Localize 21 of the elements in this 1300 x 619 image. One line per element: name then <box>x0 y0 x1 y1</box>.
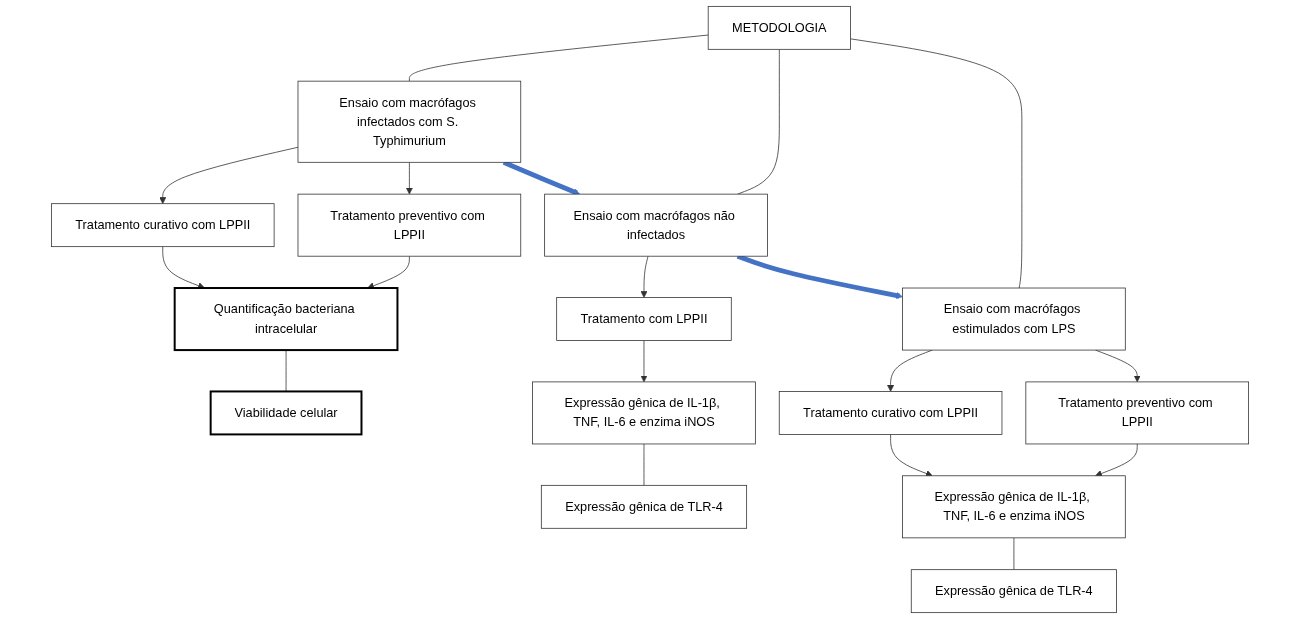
node-box: Expressão gênica de TLR-4 <box>910 569 1117 614</box>
node-box: Expressão gênica de IL-1β, TNF, IL-6 e enzima iNOS <box>902 475 1126 539</box>
node-box: Viabilidade celular <box>209 390 363 436</box>
node-box: Tratamento preventivo com LPPII <box>1025 381 1249 445</box>
connector <box>643 443 645 486</box>
node-box: Quantificação bacteriana intracelular <box>173 287 399 352</box>
connector <box>850 38 1023 289</box>
node-box: Expressão gênica de TLR-4 <box>540 484 748 529</box>
node-box: Tratamento curativo com LPPII <box>778 391 1003 435</box>
node-box: Ensaio com macrófagos estimulados com LPS <box>902 287 1126 351</box>
node-box: Tratamento preventivo com LPPII <box>297 193 522 257</box>
node-box: Tratamento com LPPII <box>556 297 732 341</box>
node-box: METODOLOGIA <box>707 5 851 50</box>
node-box: Expressão gênica de IL-1β, TNF, IL-6 e enzima iNOS <box>532 381 756 445</box>
connector <box>737 48 780 195</box>
connector <box>1013 537 1015 571</box>
node-box: Ensaio com macrófagos não infectados <box>544 193 768 257</box>
connector <box>285 349 287 392</box>
connector <box>409 34 709 82</box>
node-box: Ensaio com macrófagos infectados com S. Typhimurium <box>297 80 522 163</box>
node-box: Tratamento curativo com LPPII <box>51 203 275 248</box>
